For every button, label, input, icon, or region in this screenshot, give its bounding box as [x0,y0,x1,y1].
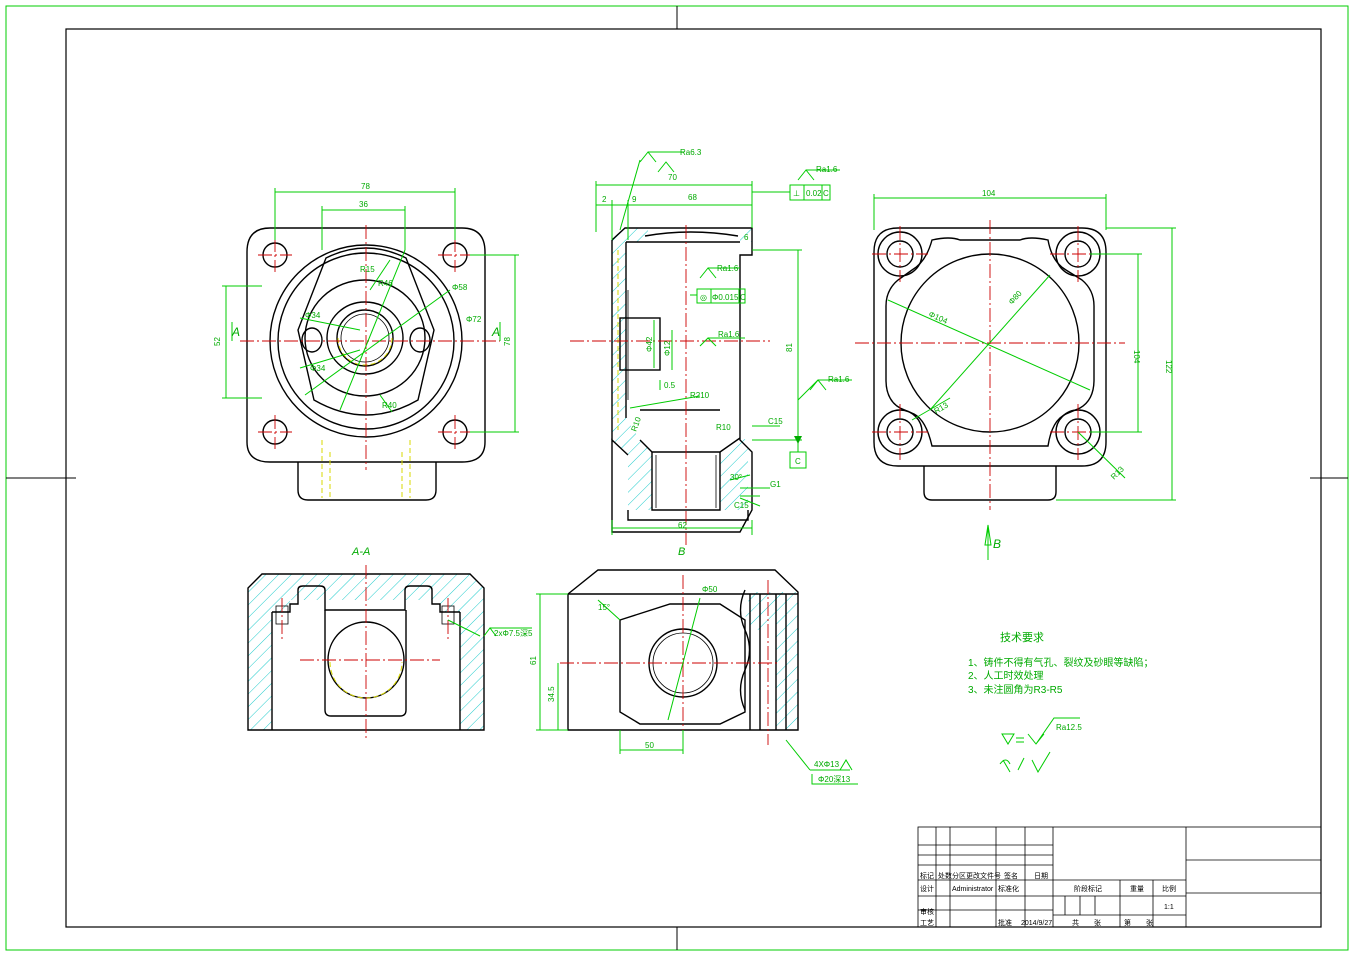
tech-item-2: 2、人工时效处理 [968,669,1044,682]
view-arrow-b: B [993,537,1001,551]
dim-r46: R46 [378,279,393,288]
dim-61: 61 [529,656,538,665]
tech-item-1: 1、铸件不得有气孔、裂纹及砂眼等缺陷； [968,656,1154,669]
dim-70: 70 [668,173,677,182]
dim-r10-b: R10 [716,423,731,432]
center-marks [6,6,1348,950]
ra16-c: Ra1.6 [718,330,740,339]
tol-coax-value: Φ0.015 [712,293,739,302]
tb-label-count: 处数 [938,871,952,880]
dim-52: 52 [213,337,222,346]
tb-sheet-unit: 张 [1146,918,1153,927]
note-phi20-depth: Φ20深13 [818,775,851,784]
tb-design: 设计 [920,884,934,893]
tb-approve: 批准 [998,918,1012,927]
side-view [570,151,852,545]
tb-sheet-of: 第 [1124,918,1131,927]
dim-122: 122 [1164,360,1173,374]
ra16-a: Ra1.6 [816,165,838,174]
ra16-d: Ra1.6 [828,375,850,384]
tb-sheets: 共 [1072,918,1079,927]
dim-phi34-b: Φ34 [310,364,326,373]
dim-0-5: 0.5 [664,381,676,390]
dim-phi42: Φ42 [645,336,654,352]
tb-weight: 重量 [1130,885,1144,893]
tb-craft: 工艺 [920,919,934,927]
dim-r13-b: R13 [1109,464,1126,481]
note-2x-phi7-5: 2xΦ7.5深5 [494,629,533,638]
dim-r10-a: R10 [629,415,643,432]
section-a-a [247,565,532,740]
tb-label-date: 日期 [1034,872,1048,880]
dim-78-top: 78 [361,182,370,191]
b-view [536,569,858,785]
roughness-legend [999,717,1080,774]
ra-top: Ra6.3 [680,148,702,157]
dim-30: 30° [730,473,742,482]
dim-6: 6 [744,233,749,242]
dim-50: 50 [645,741,654,750]
tb-check: 审核 [920,907,934,916]
tb-label-change: 更改文件号 [966,871,1001,880]
dim-9: 9 [632,195,637,204]
tb-scale: 1:1 [1164,904,1174,911]
dim-r210: R210 [690,391,710,400]
tb-designer: Administrator [952,886,994,893]
tb-sheet: 张 [1094,918,1101,927]
tb-label-sign: 签名 [1004,871,1018,880]
dim-62: 62 [678,521,687,530]
tech-title: 技术要求 [1000,631,1044,644]
section-label-right: A [491,325,500,339]
tb-std: 标准化 [998,884,1019,893]
dim-15deg: 15° [598,603,610,612]
tb-stage: 阶段标记 [1074,884,1102,893]
title-block [917,826,1322,928]
dim-r40: R40 [382,401,397,410]
dim-78-side: 78 [503,337,512,346]
tol-perp-ref: C [823,189,829,198]
tol-coax-ref: C [740,293,746,302]
dim-phi34-a: Φ34 [305,311,321,320]
view-title-b: B [678,546,685,558]
dim-r15: R15 [360,265,375,274]
tb-date: 2014/9/27 [1021,920,1052,927]
dim-68: 68 [688,193,697,202]
dim-phi50: Φ50 [702,585,718,594]
tol-coax-symbol: ◎ [700,293,707,302]
ra12-5: Ra12.5 [1056,723,1082,732]
dim-2: 2 [602,195,607,204]
dim-phi80: Φ80 [1007,289,1024,307]
datum-c: C [795,457,801,466]
outer-frame [5,5,1349,951]
section-label-left: A [231,325,240,339]
dim-phi104: Φ104 [927,310,949,326]
inner-frame [65,28,1322,928]
section-title-a-a: A-A [351,546,370,558]
dim-phi12: Φ12 [663,340,672,356]
dim-36: 36 [359,200,368,209]
tol-perp-value: 0.02 [806,189,822,198]
tech-item-3: 3、未注圆角为R3-R5 [968,683,1063,696]
dim-c15-a: C15 [768,417,783,426]
dim-g1: G1 [770,480,781,489]
dim-c15-b: C15 [734,501,749,510]
tb-label-zone: 分区 [952,871,966,880]
ra16-b: Ra1.6 [717,264,739,273]
right-view [855,194,1176,560]
dim-104-side: 104 [1132,350,1141,364]
dim-phi72: Φ72 [466,315,482,324]
dim-104-top: 104 [982,189,996,198]
tb-scale-label: 比例 [1162,884,1176,893]
tol-perp-symbol: ⊥ [793,189,800,198]
dim-34-5: 34.5 [547,686,556,702]
dim-r13-a: R13 [933,400,951,415]
note-4x-phi13: 4XΦ13 [814,760,840,769]
dim-phi58: Φ58 [452,283,468,292]
dim-81: 81 [785,343,794,352]
tb-label-mark: 标记 [920,871,934,880]
top-view [222,188,519,501]
